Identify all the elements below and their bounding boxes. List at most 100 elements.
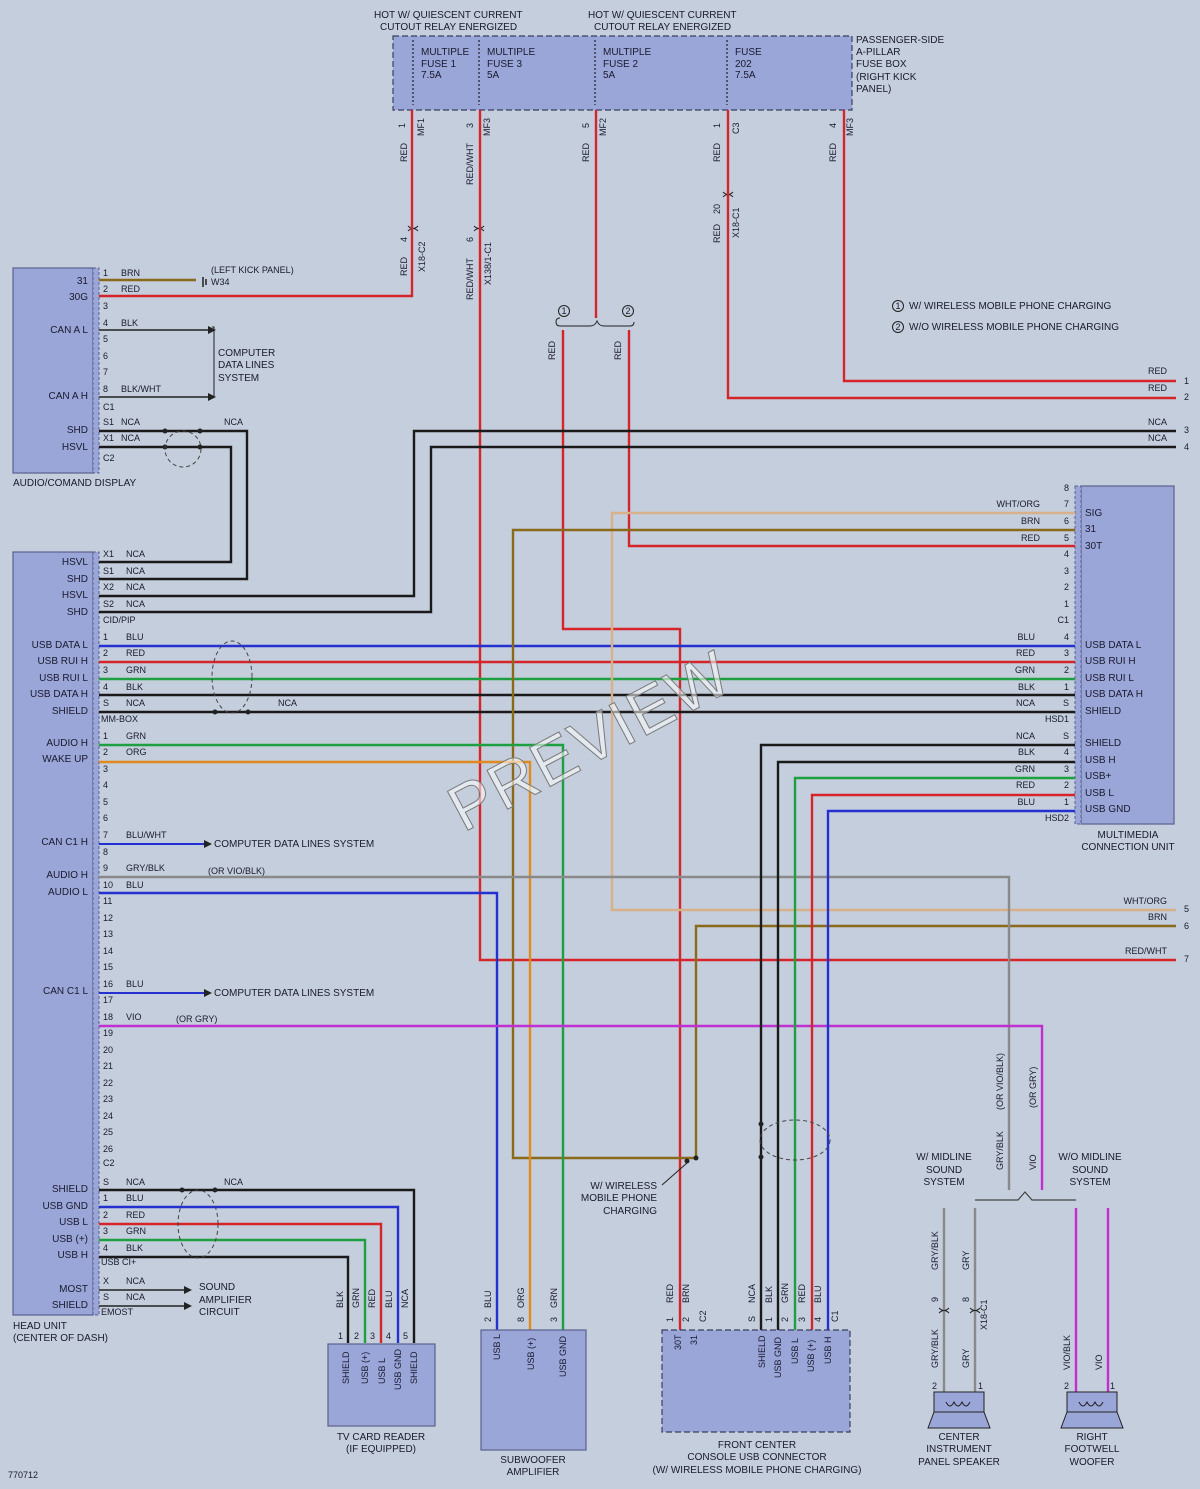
svg-text:NCA: NCA — [121, 433, 140, 443]
wire-shd-1 — [99, 429, 249, 581]
wire-audio-l-blu — [99, 891, 499, 1330]
svg-text:BLK: BLK — [126, 682, 143, 692]
svg-text:31: 31 — [77, 276, 89, 287]
svg-text:C2: C2 — [698, 1310, 708, 1322]
svg-text:4: 4 — [1184, 442, 1189, 452]
svg-text:USB RUI L: USB RUI L — [39, 673, 88, 684]
svg-text:3: 3 — [103, 1226, 108, 1236]
svg-text:11: 11 — [103, 896, 112, 906]
svg-text:BLK: BLK — [335, 1291, 345, 1308]
svg-text:C1: C1 — [830, 1310, 840, 1322]
svg-text:3: 3 — [1064, 648, 1069, 658]
svg-text:MULTIPLE: MULTIPLE — [487, 47, 535, 58]
svg-text:WOOFER: WOOFER — [1070, 1457, 1115, 1468]
svg-text:(IF EQUIPPED): (IF EQUIPPED) — [346, 1444, 416, 1455]
svg-text:GRN: GRN — [126, 1226, 146, 1236]
twisted-pair-marks — [164, 430, 831, 1259]
svg-text:7: 7 — [1064, 499, 1069, 509]
svg-text:17: 17 — [103, 995, 113, 1005]
svg-text:GRY/BLK: GRY/BLK — [930, 1329, 940, 1368]
mcu-box — [1080, 485, 1175, 825]
svg-text:BLU/WHT: BLU/WHT — [126, 830, 167, 840]
svg-text:SYSTEM: SYSTEM — [923, 1177, 964, 1188]
svg-text:S1: S1 — [103, 566, 114, 576]
svg-text:GRY/BLK: GRY/BLK — [930, 1231, 940, 1270]
tv-pin-labels: SHIELD USB (+) USB L USB GND SHIELD — [341, 1348, 419, 1390]
svg-text:BLK/WHT: BLK/WHT — [121, 384, 162, 394]
svg-text:SYSTEM: SYSTEM — [1069, 1177, 1110, 1188]
svg-text:AUDIO H: AUDIO H — [46, 870, 88, 881]
svg-text:25: 25 — [103, 1127, 113, 1137]
fuse-box-wire-labels: RED RED/WHT RED RED RED — [399, 142, 838, 185]
svg-text:AUDIO L: AUDIO L — [48, 887, 88, 898]
svg-text:SYSTEM: SYSTEM — [218, 373, 259, 384]
svg-text:3: 3 — [797, 1317, 807, 1322]
svg-text:AUDIO H: AUDIO H — [46, 738, 88, 749]
mcu-name: MULTIMEDIA CONNECTION UNIT — [1081, 830, 1174, 853]
svg-text:(W/ WIRELESS MOBILE PHONE CHAR: (W/ WIRELESS MOBILE PHONE CHARGING) — [653, 1465, 862, 1476]
right-woofer-name: RIGHT FOOTWELL WOOFER — [1064, 1432, 1119, 1468]
svg-text:FUSE BOX: FUSE BOX — [856, 59, 907, 70]
wire-wht-org — [610, 511, 1176, 912]
wire-brn — [511, 528, 1176, 1160]
svg-text:2: 2 — [103, 747, 108, 757]
hot-label-left-1: HOT W/ QUIESCENT CURRENT — [374, 10, 523, 21]
svg-text:RED: RED — [581, 142, 591, 162]
svg-text:22: 22 — [103, 1078, 113, 1088]
svg-text:RED: RED — [797, 1283, 807, 1303]
svg-text:W34: W34 — [211, 277, 230, 287]
svg-text:5: 5 — [103, 797, 108, 807]
svg-text:9: 9 — [103, 863, 108, 873]
sub-name: SUBWOOFER AMPLIFIER — [500, 1455, 566, 1478]
svg-text:2: 2 — [896, 322, 901, 332]
svg-text:GRY: GRY — [961, 1349, 971, 1368]
wire-audio-h-grn — [99, 743, 565, 1330]
svg-text:BLU: BLU — [126, 1193, 144, 1203]
svg-text:NCA: NCA — [126, 566, 145, 576]
svg-text:3: 3 — [1184, 425, 1189, 435]
svg-text:NCA: NCA — [400, 1289, 410, 1308]
svg-text:NCA: NCA — [224, 417, 243, 427]
splice-dots — [162, 428, 764, 1193]
svg-text:(LEFT KICK PANEL): (LEFT KICK PANEL) — [211, 265, 294, 275]
svg-text:RED: RED — [712, 223, 722, 243]
svg-text:2: 2 — [626, 306, 631, 316]
svg-text:1: 1 — [1064, 599, 1069, 609]
svg-text:13: 13 — [103, 929, 113, 939]
svg-text:16: 16 — [103, 979, 113, 989]
svg-text:VIO: VIO — [126, 1012, 142, 1022]
svg-text:1: 1 — [1184, 376, 1189, 386]
diagram-id: 770712 — [8, 1470, 38, 1480]
fuse-box-pins: 1 MF1 3 MF3 5 MF2 1 C3 4 MF3 — [397, 118, 855, 136]
svg-text:SHIELD: SHIELD — [52, 1300, 88, 1311]
svg-text:RED/WHT: RED/WHT — [465, 258, 475, 300]
tv-name: TV CARD READER (IF EQUIPPED) — [337, 1432, 425, 1455]
wire-hsvl-2 — [99, 429, 1176, 598]
svg-text:GRN: GRN — [1015, 764, 1035, 774]
svg-text:20: 20 — [712, 204, 722, 214]
svg-text:1: 1 — [764, 1317, 774, 1322]
svg-text:FUSE 2: FUSE 2 — [603, 59, 638, 70]
svg-text:21: 21 — [103, 1061, 113, 1071]
svg-text:SOUND: SOUND — [926, 1165, 962, 1176]
svg-text:2: 2 — [103, 284, 108, 294]
svg-text:BLU: BLU — [126, 880, 144, 890]
svg-text:6: 6 — [465, 237, 475, 242]
svg-text:30T: 30T — [1085, 541, 1102, 552]
svg-text:PASSENGER-SIDE: PASSENGER-SIDE — [856, 35, 944, 46]
fuse-box — [392, 35, 853, 111]
wire-hsd2-blu — [826, 809, 1075, 1330]
svg-text:RED: RED — [399, 142, 409, 162]
svg-text:10: 10 — [103, 880, 113, 890]
svg-text:31: 31 — [689, 1335, 699, 1345]
speaker-vert-labels: GRY/BLK (OR VIO/BLK) VIO (OR GRY) — [995, 1053, 1038, 1170]
svg-text:3: 3 — [370, 1331, 375, 1341]
svg-text:1: 1 — [103, 632, 108, 642]
svg-text:20: 20 — [103, 1045, 113, 1055]
svg-text:USB L: USB L — [790, 1338, 800, 1364]
wire-hsd2-red — [810, 793, 1075, 1330]
svg-text:2: 2 — [1064, 780, 1069, 790]
svg-text:2: 2 — [681, 1317, 691, 1322]
